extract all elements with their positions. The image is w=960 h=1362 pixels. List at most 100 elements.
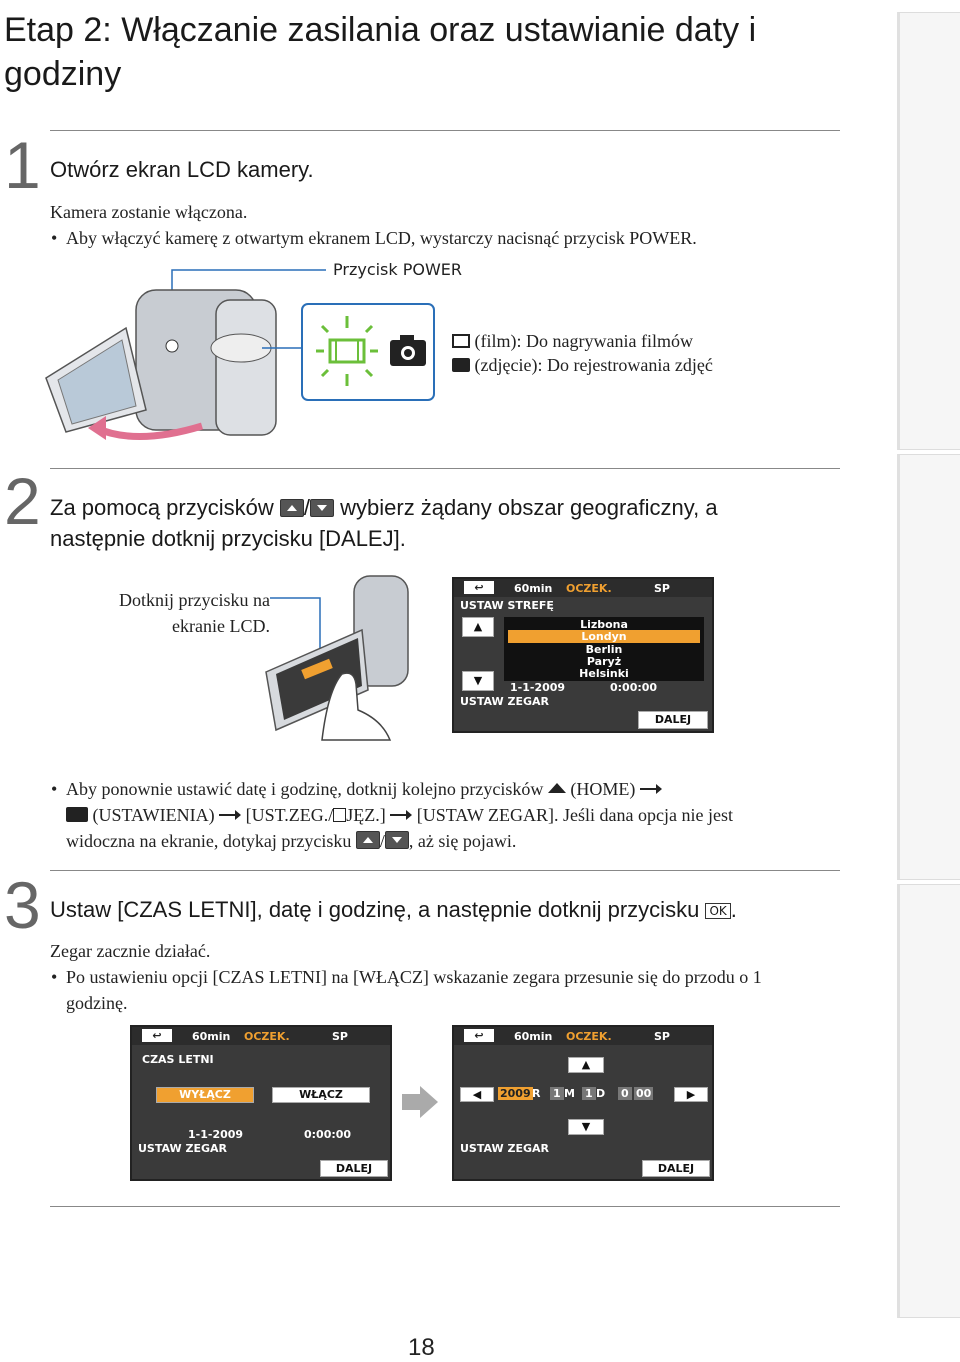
step-heading: Za pomocą przycisków / wybierz żądany ob… <box>50 495 718 551</box>
down-button-icon <box>310 499 334 517</box>
heading-part: wybierz żądany obszar geograficzny, a <box>340 495 718 520</box>
lcd-status-bar <box>132 1027 390 1045</box>
clock-label: USTAW ZEGAR <box>460 1142 549 1155</box>
previous-field-button[interactable]: ◀ <box>460 1087 494 1102</box>
step-bullet: Aby włączyć kamerę z otwartym ekranem LC… <box>51 225 846 251</box>
divider <box>50 468 840 469</box>
touch-label-line: Dotknij przycisku na <box>119 590 270 610</box>
next-button[interactable]: DALEJ <box>320 1160 388 1177</box>
camera-icon <box>452 358 470 372</box>
quality-mode: SP <box>654 1030 670 1043</box>
side-tab-2[interactable] <box>897 454 960 880</box>
lcd-screen-zone: ↩ 60min OCZEK. SP USTAW STREFĘ ▲ ▼ Lizbo… <box>452 577 714 733</box>
next-field-button[interactable]: ▶ <box>674 1087 708 1102</box>
date-value: 1-1-2009 <box>510 681 566 694</box>
next-button[interactable]: DALEJ <box>642 1160 710 1177</box>
city-item-selected[interactable]: Londyn <box>508 630 700 643</box>
month-field[interactable]: 1 <box>550 1087 564 1100</box>
side-tab-3[interactable] <box>897 884 960 1318</box>
film-mode-text: (film): Do nagrywania filmów <box>452 329 693 353</box>
step-heading: Otwórz ekran LCD kamery. <box>50 157 314 182</box>
step-number: 1 <box>4 128 41 202</box>
lcd-screen-dst: ↩ 60min OCZEK. SP CZAS LETNI WYŁĄCZ WŁĄC… <box>130 1025 392 1181</box>
year-field[interactable]: 2009 <box>498 1087 533 1100</box>
arrow-right-icon <box>639 784 662 794</box>
divider <box>50 130 840 131</box>
back-button[interactable]: ↩ <box>142 1029 172 1042</box>
photo-mode-label: (zdjęcie): Do rejestrowania zdjęć <box>474 355 713 375</box>
heading-part: Ustaw [CZAS LETNI], datę i godzinę, a na… <box>50 897 700 922</box>
step-heading: Ustaw [CZAS LETNI], datę i godzinę, a na… <box>50 897 737 922</box>
step-note: Aby ponownie ustawić datę i godzinę, dot… <box>51 776 846 854</box>
standby-status: OCZEK. <box>244 1030 290 1043</box>
dst-on-button[interactable]: WŁĄCZ <box>272 1087 370 1103</box>
screen-header: USTAW STREFĘ <box>460 599 554 612</box>
battery-time: 60min <box>192 1030 231 1043</box>
day-field[interactable]: 1 <box>582 1087 596 1100</box>
down-button-icon <box>384 831 409 849</box>
time-value: 0:00:00 <box>610 681 658 694</box>
toolbox-icon <box>66 807 88 822</box>
film-icon <box>452 334 470 348</box>
heading-part: Za pomocą przycisków <box>50 495 274 520</box>
touch-label: Dotknij przycisku na ekranie LCD. <box>94 587 270 639</box>
divider <box>50 870 840 871</box>
note-text: , aż się pojawi. <box>408 831 517 851</box>
note-text: Aby ponownie ustawić datę i godzinę, dot… <box>66 779 544 799</box>
lcd-status-bar <box>454 1027 712 1045</box>
scroll-up-button[interactable]: ▲ <box>462 617 494 637</box>
battery-time: 60min <box>514 582 553 595</box>
minute-field[interactable]: 00 <box>634 1087 654 1100</box>
touch-label-line: ekranie LCD. <box>172 616 270 636</box>
dst-off-button[interactable]: WYŁĄCZ <box>156 1087 254 1103</box>
step-number: 2 <box>4 464 41 538</box>
next-button[interactable]: DALEJ <box>638 711 708 729</box>
touch-illustration <box>265 575 409 741</box>
city-item[interactable]: Helsinki <box>579 667 629 680</box>
step-number: 3 <box>4 868 41 942</box>
quality-mode: SP <box>332 1030 348 1043</box>
camcorder-illustration <box>45 269 435 441</box>
note-text: [UST.ZEG./ <box>245 805 334 825</box>
clock-label: USTAW ZEGAR <box>460 695 549 708</box>
note-text: [USTAW ZEGAR]. Jeśli dana opcja nie jest <box>416 805 733 825</box>
time-value: 0:00:00 <box>304 1128 352 1141</box>
back-button[interactable]: ↩ <box>464 1029 494 1042</box>
lcd-status-bar <box>454 579 712 597</box>
up-button-icon <box>279 499 304 517</box>
step-text: Kamera zostanie włączona. <box>50 202 248 222</box>
note-text: (HOME) <box>570 779 636 799</box>
photo-mode-text: (zdjęcie): Do rejestrowania zdjęć <box>452 353 713 377</box>
city-item[interactable]: Paryż <box>586 655 622 668</box>
step-text: Zegar zacznie działać. <box>50 941 211 961</box>
power-label: Przycisk POWER <box>333 260 463 279</box>
note-text: (USTAWIENIA) <box>92 805 215 825</box>
city-list: Lizbona Londyn Berlin Paryż Helsinki <box>504 617 704 681</box>
lcd-screen-date: ↩ 60min OCZEK. SP ▲ ◀ 2009 R 1 M 1 D 0 0… <box>452 1025 714 1181</box>
hour-field[interactable]: 0 <box>618 1087 632 1100</box>
year-unit: R <box>532 1087 541 1100</box>
note-text: JĘZ.] <box>346 805 386 825</box>
language-icon <box>333 808 347 822</box>
side-tab-1[interactable] <box>897 12 960 450</box>
increase-button[interactable]: ▲ <box>568 1057 604 1073</box>
scroll-down-button[interactable]: ▼ <box>462 671 494 691</box>
date-value: 1-1-2009 <box>188 1128 244 1141</box>
arrow-right-icon <box>219 810 242 820</box>
back-button[interactable]: ↩ <box>464 581 494 594</box>
day-unit: D <box>596 1087 606 1100</box>
screen-header: CZAS LETNI <box>142 1053 214 1066</box>
page-title: Etap 2: Włączanie zasilania oraz ustawia… <box>4 11 757 93</box>
standby-status: OCZEK. <box>566 1030 612 1043</box>
city-item[interactable]: Berlin <box>585 643 623 656</box>
divider <box>50 1206 840 1207</box>
film-mode-label: (film): Do nagrywania filmów <box>474 331 693 351</box>
decrease-button[interactable]: ▼ <box>568 1119 604 1135</box>
home-icon <box>547 783 566 793</box>
up-button-icon <box>355 831 380 849</box>
standby-status: OCZEK. <box>566 582 612 595</box>
ok-button-icon: OK <box>705 903 731 919</box>
battery-time: 60min <box>514 1030 553 1043</box>
city-item[interactable]: Lizbona <box>580 618 628 631</box>
step-bullet: Po ustawieniu opcji [CZAS LETNI] na [WŁĄ… <box>51 964 826 1016</box>
